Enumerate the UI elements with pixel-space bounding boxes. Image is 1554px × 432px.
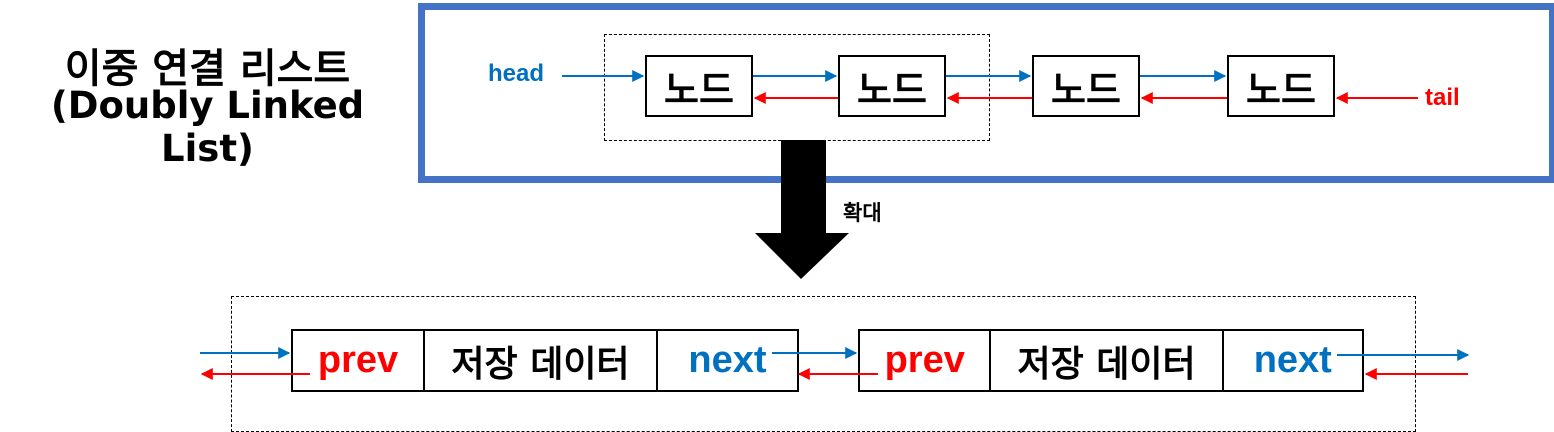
data-field: 저장 데이터: [423, 331, 656, 390]
next-field: next: [656, 331, 797, 390]
list-node-3: 노드: [1032, 55, 1140, 117]
list-frame: [418, 3, 1554, 183]
detail-node-1: prev 저장 데이터 next: [291, 329, 799, 392]
list-node-1: 노드: [645, 55, 753, 117]
detail-node-2: prev 저장 데이터 next: [858, 329, 1364, 392]
prev-field: prev: [317, 339, 399, 381]
list-node-2: 노드: [838, 55, 946, 117]
tail-label: tail: [1425, 84, 1460, 111]
prev-field: prev: [884, 339, 965, 381]
diagram-title-line1: 이중 연결 리스트: [64, 46, 351, 92]
next-field: next: [1221, 331, 1362, 390]
data-field: 저장 데이터: [989, 331, 1221, 390]
zoom-down-arrow: [755, 140, 849, 279]
list-node-4: 노드: [1227, 55, 1335, 117]
diagram-title-line2: (Doubly Linked List): [50, 84, 365, 170]
head-label: head: [488, 60, 545, 87]
zoom-label: 확대: [843, 201, 882, 225]
